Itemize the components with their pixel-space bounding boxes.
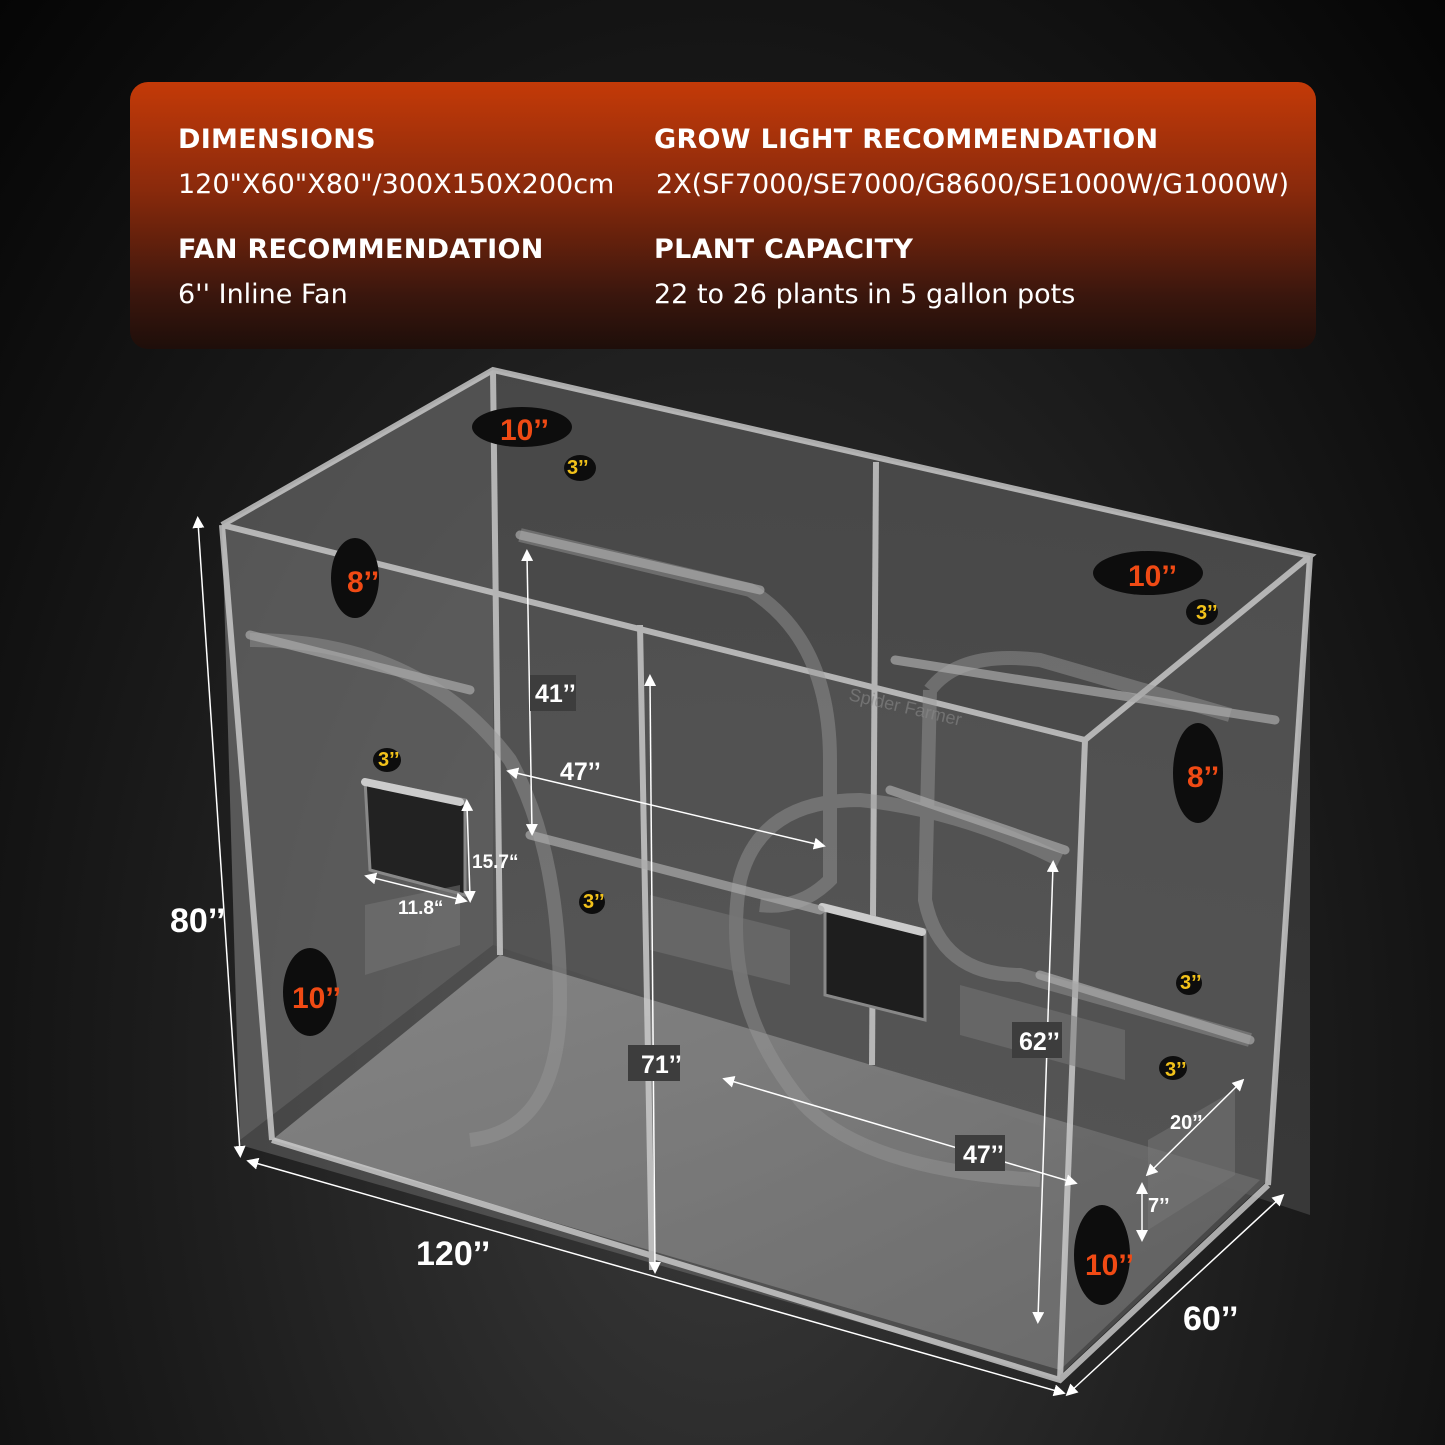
tent-right-wall <box>1060 556 1310 1375</box>
small-port-label-5: 3’’ <box>1180 972 1202 994</box>
port-label-left-low: 10’’ <box>292 982 341 1015</box>
spec-plant-value: 22 to 26 plants in 5 gallon pots <box>654 279 1076 310</box>
dim-label-depth: 60’’ <box>1183 1300 1238 1338</box>
dim-label-side-door-height: 41’’ <box>535 680 576 708</box>
port-label-left-high: 8’’ <box>347 566 379 599</box>
small-port-label-6: 3’’ <box>1165 1059 1187 1081</box>
dim-label-front-door-height: 71’’ <box>641 1051 682 1079</box>
spec-grow-light-heading: GROW LIGHT RECOMMENDATION <box>654 124 1159 155</box>
dim-label-vent-height: 7’’ <box>1148 1195 1170 1217</box>
vent-panel-back1 <box>650 895 790 985</box>
dim-label-vent-width: 20’’ <box>1170 1112 1203 1134</box>
port-label-right-high: 8’’ <box>1187 761 1219 794</box>
spec-dimensions-value: 120"X60"X80"/300X150X200cm <box>178 169 615 200</box>
dim-label-back-door-width: 47’’ <box>963 1141 1004 1169</box>
spec-panel: DIMENSIONS 120"X60"X80"/300X150X200cm GR… <box>130 82 1316 349</box>
spec-plant-capacity: PLANT CAPACITY 22 to 26 plants in 5 gall… <box>654 234 1075 310</box>
spec-dimensions-heading: DIMENSIONS <box>178 124 376 155</box>
spec-plant-heading: PLANT CAPACITY <box>654 234 914 265</box>
spec-fan: FAN RECOMMENDATION 6'' Inline Fan <box>178 234 544 310</box>
dim-label-window-width: 11.8“ <box>398 898 443 919</box>
dimension-label-backdrops <box>530 675 1062 1171</box>
small-port-label-3: 3’’ <box>378 749 400 771</box>
spec-grow-light-value: 2X(SF7000/SE7000/G8600/SE1000W/G1000W) <box>656 169 1289 200</box>
dim-label-side-door-width: 47’’ <box>560 758 601 786</box>
dim-label-height: 80’’ <box>170 902 225 940</box>
dim-label-back-door-height: 62’’ <box>1019 1028 1060 1056</box>
port-label-top-right: 10’’ <box>1128 560 1177 593</box>
dimension-lines <box>192 516 1285 1397</box>
spec-dimensions: DIMENSIONS 120"X60"X80"/300X150X200cm <box>178 124 614 200</box>
side-window-rod <box>361 778 464 806</box>
small-port-label-2: 3’’ <box>1196 602 1218 624</box>
dim-label-window-height: 15.7“ <box>472 852 518 873</box>
port-label-top-left: 10’’ <box>500 414 549 447</box>
back-window-rod <box>818 903 926 936</box>
spec-fan-value: 6'' Inline Fan <box>178 279 348 310</box>
vent-panel-left <box>365 885 460 975</box>
spec-grow-light: GROW LIGHT RECOMMENDATION 2X(SF7000/SE70… <box>654 124 1289 200</box>
spec-fan-heading: FAN RECOMMENDATION <box>178 234 544 265</box>
dim-label-width: 120’’ <box>416 1235 490 1273</box>
small-port-label-1: 3’’ <box>567 457 589 479</box>
port-label-right-low: 10’’ <box>1085 1249 1134 1282</box>
small-port-label-4: 3’’ <box>583 891 605 913</box>
